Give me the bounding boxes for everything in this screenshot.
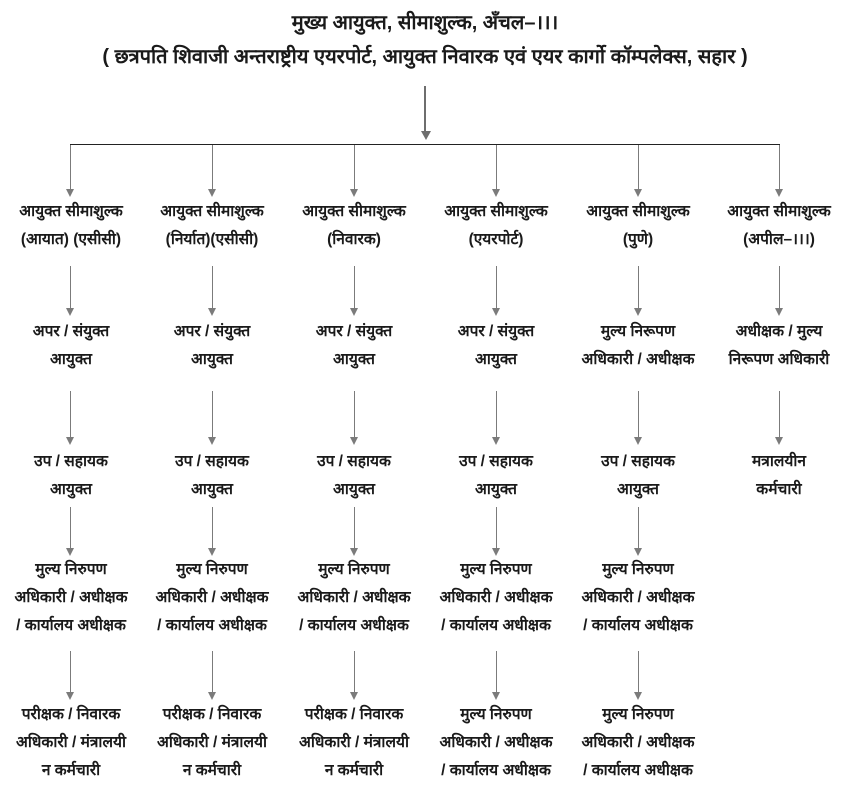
org-node: उप / सहायक आयुक्त: [317, 453, 391, 498]
org-node: मुल्य निरूपण अधिकारी / अधीक्षक: [581, 323, 695, 368]
org-node: अपर / संयुक्त आयुक्त: [457, 323, 535, 368]
arrow-down-icon: [65, 145, 74, 197]
org-node: मुल्य निरुपण अधिकारी / अधीक्षक / कार्याल…: [439, 561, 553, 634]
org-node: अपर / संयुक्त आयुक्त: [315, 323, 393, 368]
org-node: उप / सहायक आयुक्त: [459, 453, 533, 498]
org-node: अपर / संयुक्त आयुक्त: [173, 323, 251, 368]
org-node: मुल्य निरुपण अधिकारी / अधीक्षक / कार्याल…: [297, 561, 411, 634]
arrow-down-icon: [491, 651, 500, 700]
arrow-down-icon: [633, 651, 642, 700]
arrow-down-icon: [65, 391, 74, 445]
org-node: मत्रालयीन कर्मचारी: [752, 453, 806, 498]
chart-title: मुख्य आयुक्त, सीमाशुल्क, अँचल–।।।: [291, 12, 559, 34]
arrow-down-icon: [207, 145, 216, 197]
branch-line: [70, 144, 780, 145]
arrow-down-icon: [349, 391, 358, 445]
org-node-import-commissioner: आयुक्त सीमाशुल्क (आयात) (एसीसी): [19, 203, 123, 248]
org-node: मुल्य निरुपण अधिकारी / अधीक्षक / कार्याल…: [581, 561, 695, 634]
org-node-pune-commissioner: आयुक्त सीमाशुल्क (पुणे): [586, 203, 690, 248]
org-node-appeal-commissioner: आयुक्त सीमाशुल्क (अपील–।।।): [727, 203, 831, 248]
arrow-down-icon: [774, 145, 783, 197]
org-node: परीक्षक / निवारक अधिकारी / मंत्रालयी न क…: [299, 706, 409, 779]
org-node: उप / सहायक आयुक्त: [175, 453, 249, 498]
arrow-down-icon: [207, 391, 216, 445]
arrow-down-icon: [207, 266, 216, 316]
arrow-down-icon: [207, 507, 216, 556]
arrow-down-icon: [349, 651, 358, 700]
org-node: अधीक्षक / मुल्य निरूपण अधिकारी: [728, 323, 830, 368]
arrow-down-icon: [491, 266, 500, 316]
arrow-down-icon: [774, 266, 783, 316]
org-node-preventive-commissioner: आयुक्त सीमाशुल्क (निवारक): [302, 203, 406, 248]
arrow-down-icon: [349, 507, 358, 556]
root-arrow-down-icon: [420, 86, 431, 140]
org-node: मुल्य निरुपण अधिकारी / अधीक्षक / कार्याल…: [581, 706, 695, 779]
arrow-down-icon: [65, 651, 74, 700]
arrow-down-icon: [65, 507, 74, 556]
arrow-down-icon: [491, 507, 500, 556]
org-node-export-commissioner: आयुक्त सीमाशुल्क (निर्यात)(एसीसी): [160, 203, 264, 248]
org-node: उप / सहायक आयुक्त: [34, 453, 108, 498]
arrow-down-icon: [491, 145, 500, 197]
arrow-down-icon: [774, 391, 783, 445]
arrow-down-icon: [633, 266, 642, 316]
arrow-down-icon: [65, 266, 74, 316]
org-node-airport-commissioner: आयुक्त सीमाशुल्क (एयरपोर्ट): [444, 203, 548, 248]
org-node: परीक्षक / निवारक अधिकारी / मंत्रालयी न क…: [16, 706, 126, 779]
chart-subtitle: ( छत्रपति शिवाजी अन्तराष्ट्रीय एयरपोर्ट,…: [102, 46, 748, 68]
arrow-down-icon: [633, 507, 642, 556]
arrow-down-icon: [349, 266, 358, 316]
arrow-down-icon: [207, 651, 216, 700]
org-node: मुल्य निरुपण अधिकारी / अधीक्षक / कार्याल…: [14, 561, 128, 634]
arrow-down-icon: [491, 391, 500, 445]
org-node: उप / सहायक आयुक्त: [601, 453, 675, 498]
arrow-down-icon: [633, 391, 642, 445]
org-node: मुल्य निरुपण अधिकारी / अधीक्षक / कार्याल…: [155, 561, 269, 634]
org-node: अपर / संयुक्त आयुक्त: [32, 323, 110, 368]
arrow-down-icon: [633, 145, 642, 197]
arrow-down-icon: [349, 145, 358, 197]
org-node: मुल्य निरुपण अधिकारी / अधीक्षक / कार्याल…: [439, 706, 553, 779]
org-node: परीक्षक / निवारक अधिकारी / मंत्रालयी न क…: [157, 706, 267, 779]
